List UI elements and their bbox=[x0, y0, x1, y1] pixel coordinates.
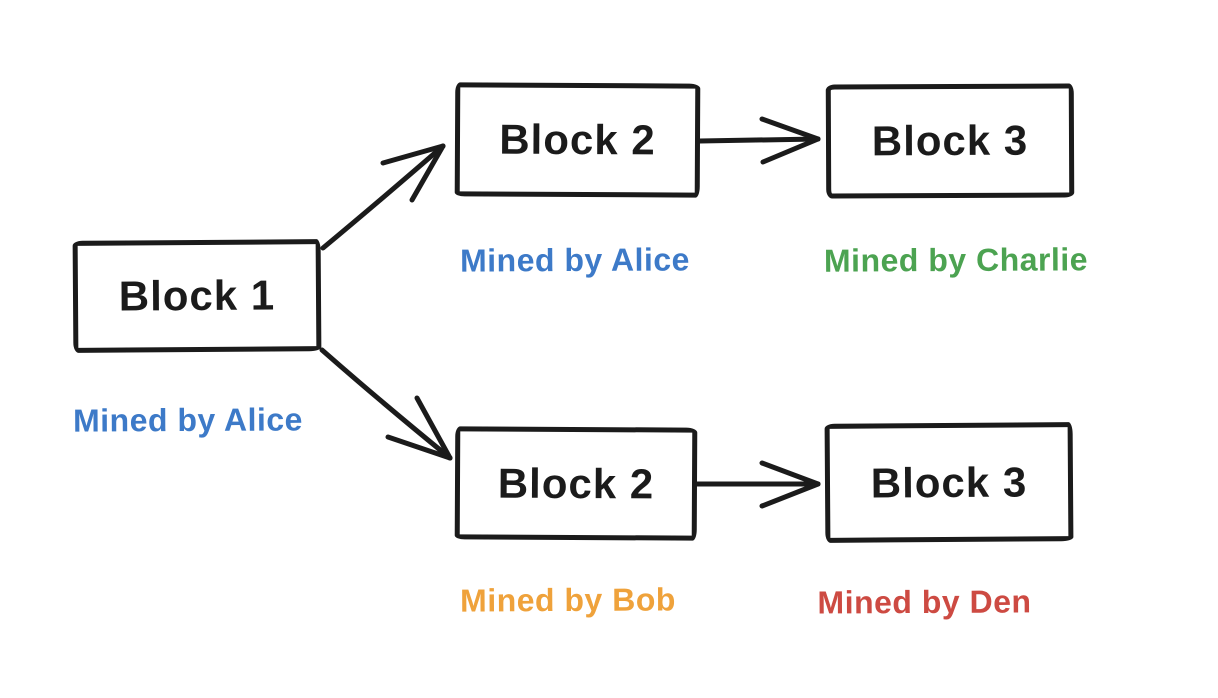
block-3-top-node: Block 3 bbox=[825, 83, 1075, 199]
arrow-block2-bottom-to-block3-bottom bbox=[694, 460, 821, 509]
block-3-top-label: Block 3 bbox=[871, 116, 1029, 165]
miner-label-block-2-top: Mined by Alice bbox=[459, 241, 691, 279]
miner-label-block-2-bottom: Mined by Bob bbox=[460, 581, 676, 619]
miner-label-block-3-bottom: Mined by Den bbox=[817, 583, 1032, 621]
miner-label-block-1: Mined by Alice bbox=[72, 401, 304, 439]
arrow-block1-to-block2-top bbox=[320, 143, 446, 251]
block-1-label: Block 1 bbox=[118, 271, 276, 320]
block-1-node: Block 1 bbox=[72, 239, 322, 353]
block-2-top-label: Block 2 bbox=[499, 115, 656, 164]
arrow-block1-to-block2-bottom bbox=[319, 347, 453, 461]
arrow-block2-top-to-block3-top bbox=[697, 116, 821, 165]
block-3-bottom-label: Block 3 bbox=[870, 457, 1028, 507]
block-2-bottom-label: Block 2 bbox=[497, 459, 655, 507]
miner-label-block-3-top: Mined by Charlie bbox=[823, 241, 1089, 279]
block-2-bottom-node: Block 2 bbox=[454, 426, 698, 541]
block-2-top-node: Block 2 bbox=[454, 82, 701, 198]
block-3-bottom-node: Block 3 bbox=[824, 422, 1074, 543]
